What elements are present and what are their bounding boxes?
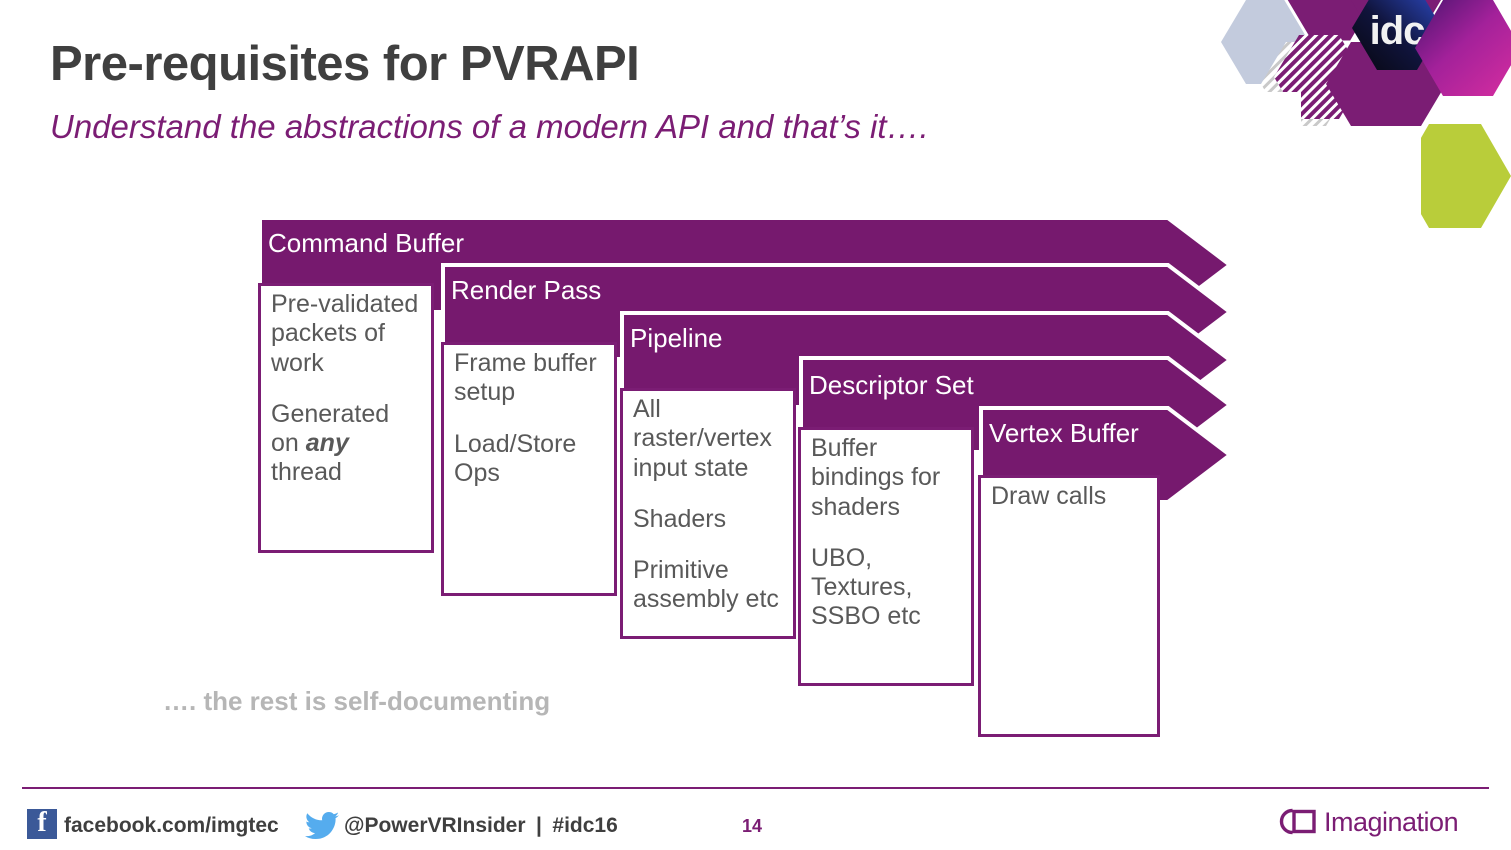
stage-body-line: Primitive assembly etc — [633, 556, 779, 614]
stage-body-line: Frame buffer setup — [454, 349, 597, 407]
stage-body-render-pass: Frame buffer setup Load/Store Ops — [441, 342, 617, 596]
stage-body-line: Load/Store Ops — [454, 429, 577, 487]
self-documenting-note: …. the rest is self-documenting — [163, 686, 551, 716]
footer-divider — [22, 787, 1489, 789]
stage-body-line: All raster/vertex input state — [633, 395, 772, 482]
stage-body-text-vertex-buffer: Draw calls — [991, 482, 1153, 511]
twitter-handle-and-hashtag[interactable]: @PowerVRInsider | #idc16 — [344, 814, 618, 837]
stage-body-text-descriptor-set: Buffer bindings for shaders UBO, Texture… — [811, 434, 967, 632]
imagination-wordmark: Imagination — [1324, 807, 1458, 837]
stage-body-line: Pre-validated packets of work — [271, 290, 419, 377]
stage-body-descriptor-set: Buffer bindings for shaders UBO, Texture… — [798, 427, 974, 686]
imagination-logo-mark — [1279, 808, 1316, 835]
page-title: Pre-requisites for PVRAPI — [50, 37, 640, 91]
stage-body-pipeline: All raster/vertex input state Shaders Pr… — [620, 388, 796, 639]
stage-body-line: Draw calls — [991, 482, 1107, 510]
twitter-icon[interactable] — [305, 812, 339, 840]
stage-body-text-pipeline: All raster/vertex input state Shaders Pr… — [633, 395, 789, 615]
stage-body-line: Buffer bindings for shaders — [811, 434, 941, 521]
stage-body-line: Shaders — [633, 504, 727, 533]
facebook-icon-glyph: f — [37, 807, 47, 838]
page-number: 14 — [742, 816, 763, 836]
page-subtitle: Understand the abstractions of a modern … — [50, 108, 929, 145]
stage-body-text-render-pass: Frame buffer setup Load/Store Ops — [454, 349, 610, 488]
stage-body-line: UBO, Textures, SSBO etc — [811, 543, 921, 631]
imagination-logo: Imagination — [1279, 807, 1459, 837]
stage-body-vertex-buffer: Draw calls — [978, 475, 1160, 737]
facebook-link[interactable]: facebook.com/imgtec — [64, 814, 279, 837]
facebook-icon[interactable]: f — [27, 807, 57, 839]
